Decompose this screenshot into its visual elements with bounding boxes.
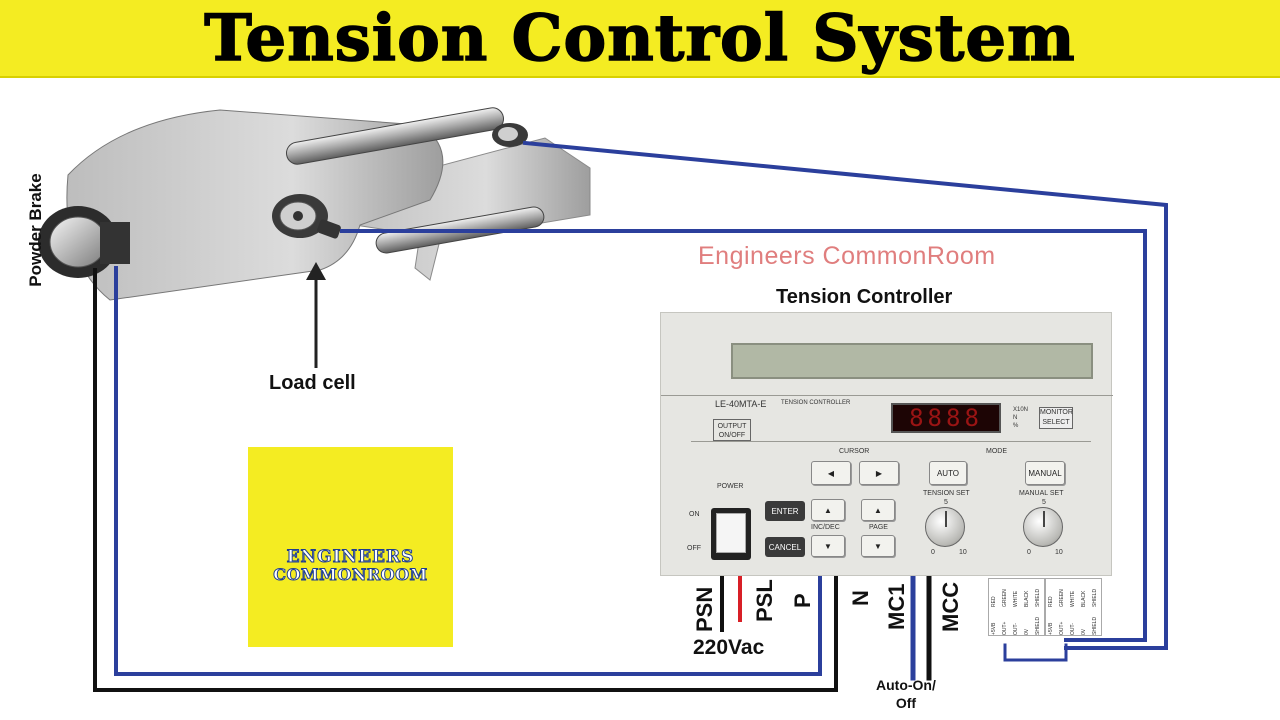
dec-button[interactable]: ▼ [811,535,845,557]
off-label: OFF [687,545,701,552]
dancer-roller [286,107,504,165]
manual-button[interactable]: MANUAL [1025,461,1065,485]
load-cell-icon [272,194,341,239]
manual-set-knob[interactable] [1023,507,1063,547]
power-switch[interactable] [711,508,751,560]
load-cell-terminal-block-2: +5VB OUT+ OUT- 0V SHIELD RED GREEN WHITE… [1045,578,1102,636]
page-label: PAGE [869,524,888,531]
mode-label: MODE [986,448,1007,455]
auto-on-off-label: Auto-On/ Off [876,677,936,711]
tension-knob-scale-max: 10 [959,549,967,556]
output-on-off-button[interactable]: OUTPUT ON/OFF [713,419,751,441]
enter-button[interactable]: ENTER [765,501,805,521]
load-cell-label: Load cell [269,372,356,394]
on-label: ON [689,511,700,518]
tension-controller-unit: LE-40MTA-E TENSION CONTROLLER OUTPUT ON/… [660,312,1113,576]
manual-knob-scale-min: 0 [1027,549,1031,556]
mode-divider [691,441,1091,442]
logo-line2: COMMONROOM [273,565,428,585]
model-number: LE-40MTA-E [715,399,767,409]
terminal-mc1: MC1 [884,583,909,630]
manual-set-label: MANUAL SET [1019,490,1064,497]
watermark: Engineers CommonRoom [698,242,996,270]
voltage-label: 220Vac [693,636,765,659]
wire-brake-blue [114,266,822,676]
terminal-n: N [848,590,873,606]
manual-knob-scale-mid: 5 [1042,499,1046,506]
inc-dec-label: INC/DEC [811,524,840,531]
wire-upper-load-cell [522,140,1168,650]
terminal-psn: PSN [692,586,717,632]
load-cell-terminal-block-1: +5VB OUT+ OUT- 0V SHIELD RED GREEN WHITE… [988,578,1045,636]
page-up-button[interactable]: ▲ [861,499,895,521]
unit-n: N [1013,415,1018,421]
power-rocker[interactable] [716,513,746,553]
terminal-mcc: MCC [938,581,963,632]
powder-brake-label: Powder Brake [26,173,45,287]
page-down-button[interactable]: ▼ [861,535,895,557]
wire-lower-load-cell [340,229,1147,642]
load-cell-icon-upper [492,123,528,147]
manual-knob-scale-max: 10 [1055,549,1063,556]
monitor-select-button[interactable]: MONITOR SELECT [1039,407,1073,429]
cursor-right-button[interactable]: ▶ [859,461,899,485]
title-banner: Tension Control System [0,0,1280,78]
powder-brake-icon [38,206,130,278]
lcd-display [731,343,1093,379]
wires [93,140,1168,692]
panel-divider [661,395,1113,396]
inc-button[interactable]: ▲ [811,499,845,521]
terminal-psl: PSL [752,579,777,622]
led-readout: 8888 [891,403,1001,433]
cancel-button[interactable]: CANCEL [765,537,805,557]
wire-brake-signal-tb2 [1003,643,1068,662]
unit-percent: % [1013,423,1019,429]
engineers-commonroom-logo: ENGINEERS COMMONROOM [248,447,453,647]
terminal-p: P [790,593,815,608]
page-title: Tension Control System [203,0,1076,76]
tension-set-label: TENSION SET [923,490,970,497]
load-cell-pointer-arrow [306,262,326,368]
tension-controller-label: Tension Controller [776,286,953,308]
logo-line1: ENGINEERS [286,547,415,568]
tension-knob-scale-min: 0 [931,549,935,556]
model-caption: TENSION CONTROLLER [781,400,851,406]
wire-brake-black [93,268,838,692]
auto-button[interactable]: AUTO [929,461,967,485]
cursor-label: CURSOR [839,448,870,455]
unit-x10n: X10N [1013,407,1029,413]
power-label: POWER [717,483,744,490]
tension-knob-scale-mid: 5 [944,499,948,506]
tension-set-knob[interactable] [925,507,965,547]
cursor-left-button[interactable]: ◀ [811,461,851,485]
